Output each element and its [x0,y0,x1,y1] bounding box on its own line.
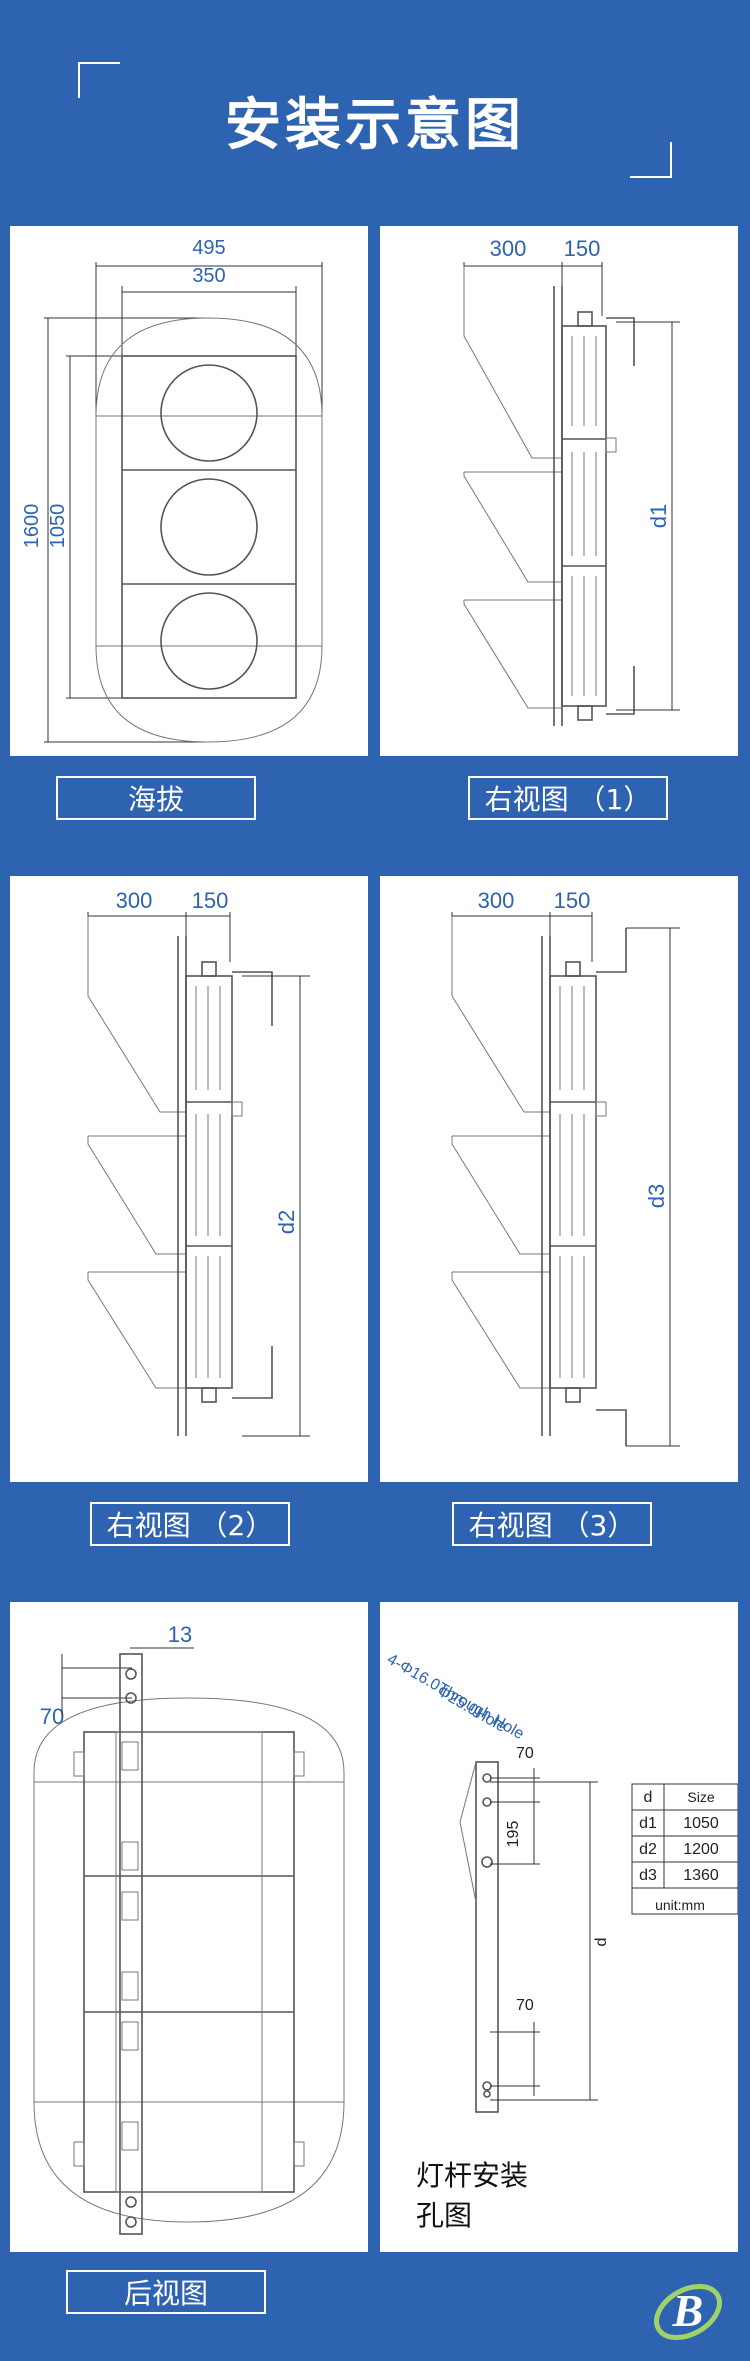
pole-hole-caption-line1: 灯杆安装 [416,2159,529,2192]
size-table-header-size: Size [687,1789,714,1805]
side-view-1-panel: 300 150 d1 [380,226,738,756]
logo-letter: B [672,2285,704,2336]
front-dim-inner-width: 350 [192,265,225,287]
side-view-3-caption: 右视图 （3） [452,1502,652,1546]
page-title: 安装示意图 [225,93,525,158]
side2-dim-depth: 300 [116,888,153,913]
side3-dim-bracket: 150 [554,888,591,913]
side-view-2-drawing: 300 150 d2 [87,888,310,1437]
side-view-2-caption: 右视图 （2） [90,1502,290,1546]
size-table: d Size d1 1050 d2 1200 d3 1360 unit:mm [631,1783,738,1915]
front-dim-inner-height: 1050 [47,504,69,549]
holes-dim-top: 70 [516,1745,534,1762]
front-view-caption: 海拔 [56,776,256,820]
holes-dim-mid: 195 [505,1821,522,1848]
size-table-unit: unit:mm [655,1897,705,1913]
size-table-row1-key: d1 [639,1815,657,1832]
title-corner-top-left [78,62,120,98]
holes-dim-d: d [593,1938,610,1947]
pole-hole-caption-area: 灯杆安装 孔图 [380,2142,738,2252]
size-table-row2-key: d2 [639,1841,657,1858]
brand-logo: B [640,2260,736,2356]
back-view-caption: 后视图 [66,2270,266,2314]
side3-dim-height: d3 [644,1184,669,1208]
front-view-panel: 495 350 1600 1050 [10,226,368,756]
size-table-header-d: d [644,1789,653,1806]
pole-hole-caption-line2: 孔图 [416,2199,473,2232]
side1-dim-bracket: 150 [564,236,601,261]
side2-dim-bracket: 150 [192,888,229,913]
hole-label: Φ25.0Hole [434,1683,509,1736]
side-view-1-caption: 右视图 （1） [468,776,668,820]
side-view-3-panel: 300 150 d3 [380,876,738,1482]
back-dim-top: 13 [168,1622,192,1647]
pole-hole-drawing: 4-Φ16.0Through Hole Φ25.0Hole 70 195 d 7… [384,1651,738,2113]
back-view-panel: 13 70 [10,1602,368,2252]
size-table-row3-value: 1360 [683,1867,719,1884]
size-table-row3-key: d3 [639,1867,657,1884]
side1-dim-depth: 300 [490,236,527,261]
side-view-1-drawing: 300 150 d1 [463,236,680,726]
front-view-drawing: 495 350 1600 1050 [21,237,323,743]
back-dim-side: 70 [40,1704,64,1729]
front-dim-outer-height: 1600 [21,504,43,549]
holes-dim-bottom: 70 [516,1997,534,2014]
front-dim-outer-width: 495 [192,237,225,259]
side-view-3-drawing: 300 150 d3 [451,888,680,1447]
size-table-row1-value: 1050 [683,1815,719,1832]
pole-hole-panel: 4-Φ16.0Through Hole Φ25.0Hole 70 195 d 7… [380,1602,738,2142]
title-corner-bottom-right [630,142,672,178]
side3-dim-depth: 300 [478,888,515,913]
size-table-row2-value: 1200 [683,1841,719,1858]
side-view-2-panel: 300 150 d2 [10,876,368,1482]
back-view-drawing: 13 70 [33,1622,345,2235]
side1-dim-height: d1 [646,504,671,528]
side2-dim-height: d2 [274,1210,299,1234]
